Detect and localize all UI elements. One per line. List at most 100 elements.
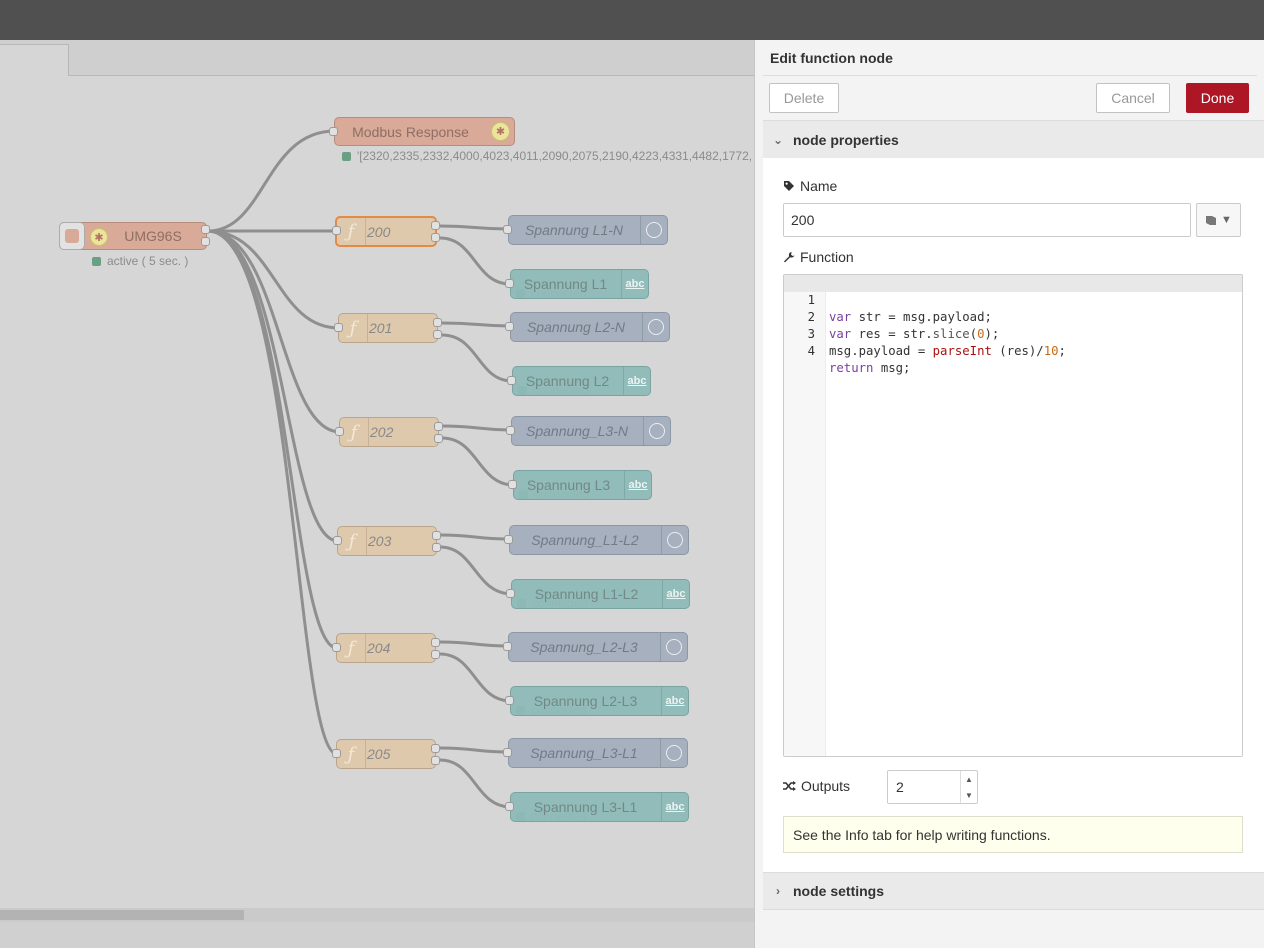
input-port[interactable] (505, 696, 514, 705)
output-port[interactable] (431, 744, 440, 753)
function-node-label: 202 (370, 424, 394, 440)
wire[interactable] (207, 229, 339, 543)
wire[interactable] (207, 129, 336, 233)
function-label-row: Function (783, 249, 854, 265)
shuffle-icon (783, 781, 796, 791)
modbus-response-node[interactable]: Modbus Response ✱ (334, 117, 515, 146)
input-port[interactable] (329, 127, 338, 136)
horizontal-scrollbar[interactable] (0, 908, 754, 922)
text-node[interactable]: Spannung L3 abc (513, 470, 652, 500)
output-port[interactable] (434, 422, 443, 431)
node-properties-header[interactable]: ⌄ node properties (763, 120, 1264, 158)
gauge-node[interactable]: Spannung_L1-L2 (509, 525, 689, 555)
code-line[interactable]: 4 return msg; (784, 326, 1242, 375)
gauge-node[interactable]: Spannung_L2-L3 (508, 632, 688, 662)
function-node-205[interactable]: ƒ 205 (336, 739, 436, 769)
function-node-203[interactable]: ƒ 203 (337, 526, 437, 556)
output-port[interactable] (201, 225, 210, 234)
wire[interactable] (439, 224, 509, 231)
code-line[interactable]: 2 var res = str.slice(0); (784, 292, 1242, 341)
text-node[interactable]: Spannung L3-L1 abc (510, 792, 689, 822)
input-port[interactable] (335, 427, 344, 436)
output-port[interactable] (433, 318, 442, 327)
output-port[interactable] (431, 221, 440, 230)
text-node-label: Spannung L1-L2 (534, 586, 639, 602)
input-port[interactable] (334, 323, 343, 332)
function-node-202[interactable]: ƒ 202 (339, 417, 439, 447)
function-node-200[interactable]: ƒ 200 (335, 216, 437, 247)
input-port[interactable] (505, 322, 514, 331)
spinner-down-icon[interactable]: ▼ (965, 790, 973, 800)
gauge-node[interactable]: Spannung L1-N (508, 215, 668, 245)
output-port[interactable] (201, 237, 210, 246)
output-port[interactable] (434, 434, 443, 443)
wire[interactable] (439, 640, 511, 648)
input-port[interactable] (332, 226, 341, 235)
inject-node[interactable]: ✱ UMG96S (59, 222, 207, 250)
input-port[interactable] (503, 748, 512, 757)
delete-button[interactable]: Delete (769, 83, 839, 113)
code-line-text: var res = str.slice(0); (829, 327, 1000, 341)
text-node[interactable]: Spannung L2 abc (512, 366, 651, 396)
input-port[interactable] (332, 643, 341, 652)
input-port[interactable] (333, 536, 342, 545)
text-node[interactable]: Spannung L2-L3 abc (510, 686, 689, 716)
function-node-204[interactable]: ƒ 204 (336, 633, 436, 663)
input-port[interactable] (506, 589, 515, 598)
cancel-button[interactable]: Cancel (1096, 83, 1170, 113)
inject-trigger-button[interactable] (59, 222, 85, 250)
spinner-up-icon[interactable]: ▲ (965, 774, 973, 784)
text-node[interactable]: Spannung L1 abc (510, 269, 649, 299)
wire[interactable] (207, 229, 338, 756)
flow-canvas[interactable]: ✱ UMG96S active ( 5 sec. ) Modbus Respon… (0, 76, 754, 910)
input-port[interactable] (503, 225, 512, 234)
text-node[interactable]: Spannung L1-L2 abc (511, 579, 690, 609)
name-input[interactable]: 200 (783, 203, 1191, 237)
wire[interactable] (441, 436, 515, 487)
wire[interactable] (441, 333, 513, 383)
wire[interactable] (439, 545, 513, 596)
input-port[interactable] (505, 802, 514, 811)
input-port[interactable] (504, 535, 513, 544)
inject-button-square (65, 229, 79, 243)
input-port[interactable] (507, 376, 516, 385)
node-settings-header[interactable]: › node settings (763, 872, 1264, 910)
input-port[interactable] (506, 426, 515, 435)
input-port[interactable] (503, 642, 512, 651)
output-port[interactable] (431, 756, 440, 765)
text-abc-icon: abc (661, 687, 688, 715)
code-line[interactable]: 3 msg.payload = parseInt (res)/10; (784, 309, 1242, 358)
output-port[interactable] (433, 330, 442, 339)
input-port[interactable] (508, 480, 517, 489)
output-port[interactable] (431, 233, 440, 242)
flow-tab[interactable] (0, 44, 69, 77)
output-port[interactable] (432, 543, 441, 552)
wire[interactable] (207, 229, 340, 330)
scrollbar-thumb[interactable] (0, 910, 244, 920)
wire[interactable] (439, 758, 512, 809)
wire[interactable] (439, 746, 511, 754)
wire[interactable] (207, 229, 341, 434)
icon-picker-button[interactable]: ▼ (1196, 203, 1241, 237)
code-line[interactable]: 1 var str = msg.payload; (784, 275, 1242, 324)
wire[interactable] (441, 424, 514, 432)
gauge-node[interactable]: Spannung L2-N (510, 312, 670, 342)
output-port[interactable] (432, 531, 441, 540)
input-port[interactable] (505, 279, 514, 288)
output-port[interactable] (431, 638, 440, 647)
done-button[interactable]: Done (1186, 83, 1249, 113)
wire[interactable] (207, 229, 338, 650)
code-editor[interactable]: 1 var str = msg.payload; 2 var res = str… (783, 274, 1243, 757)
info-tip: See the Info tab for help writing functi… (783, 816, 1243, 853)
wire[interactable] (439, 236, 511, 286)
gauge-node[interactable]: Spannung_L3-N (511, 416, 671, 446)
wire[interactable] (439, 652, 512, 703)
outputs-spinner[interactable]: 2 ▲ ▼ (887, 770, 978, 804)
input-port[interactable] (332, 749, 341, 758)
gauge-node-label: Spannung_L2-L3 (530, 639, 638, 655)
wire[interactable] (439, 533, 511, 541)
wire[interactable] (441, 321, 513, 328)
function-node-201[interactable]: ƒ 201 (338, 313, 438, 343)
output-port[interactable] (431, 650, 440, 659)
gauge-node[interactable]: Spannung_L3-L1 (508, 738, 688, 768)
